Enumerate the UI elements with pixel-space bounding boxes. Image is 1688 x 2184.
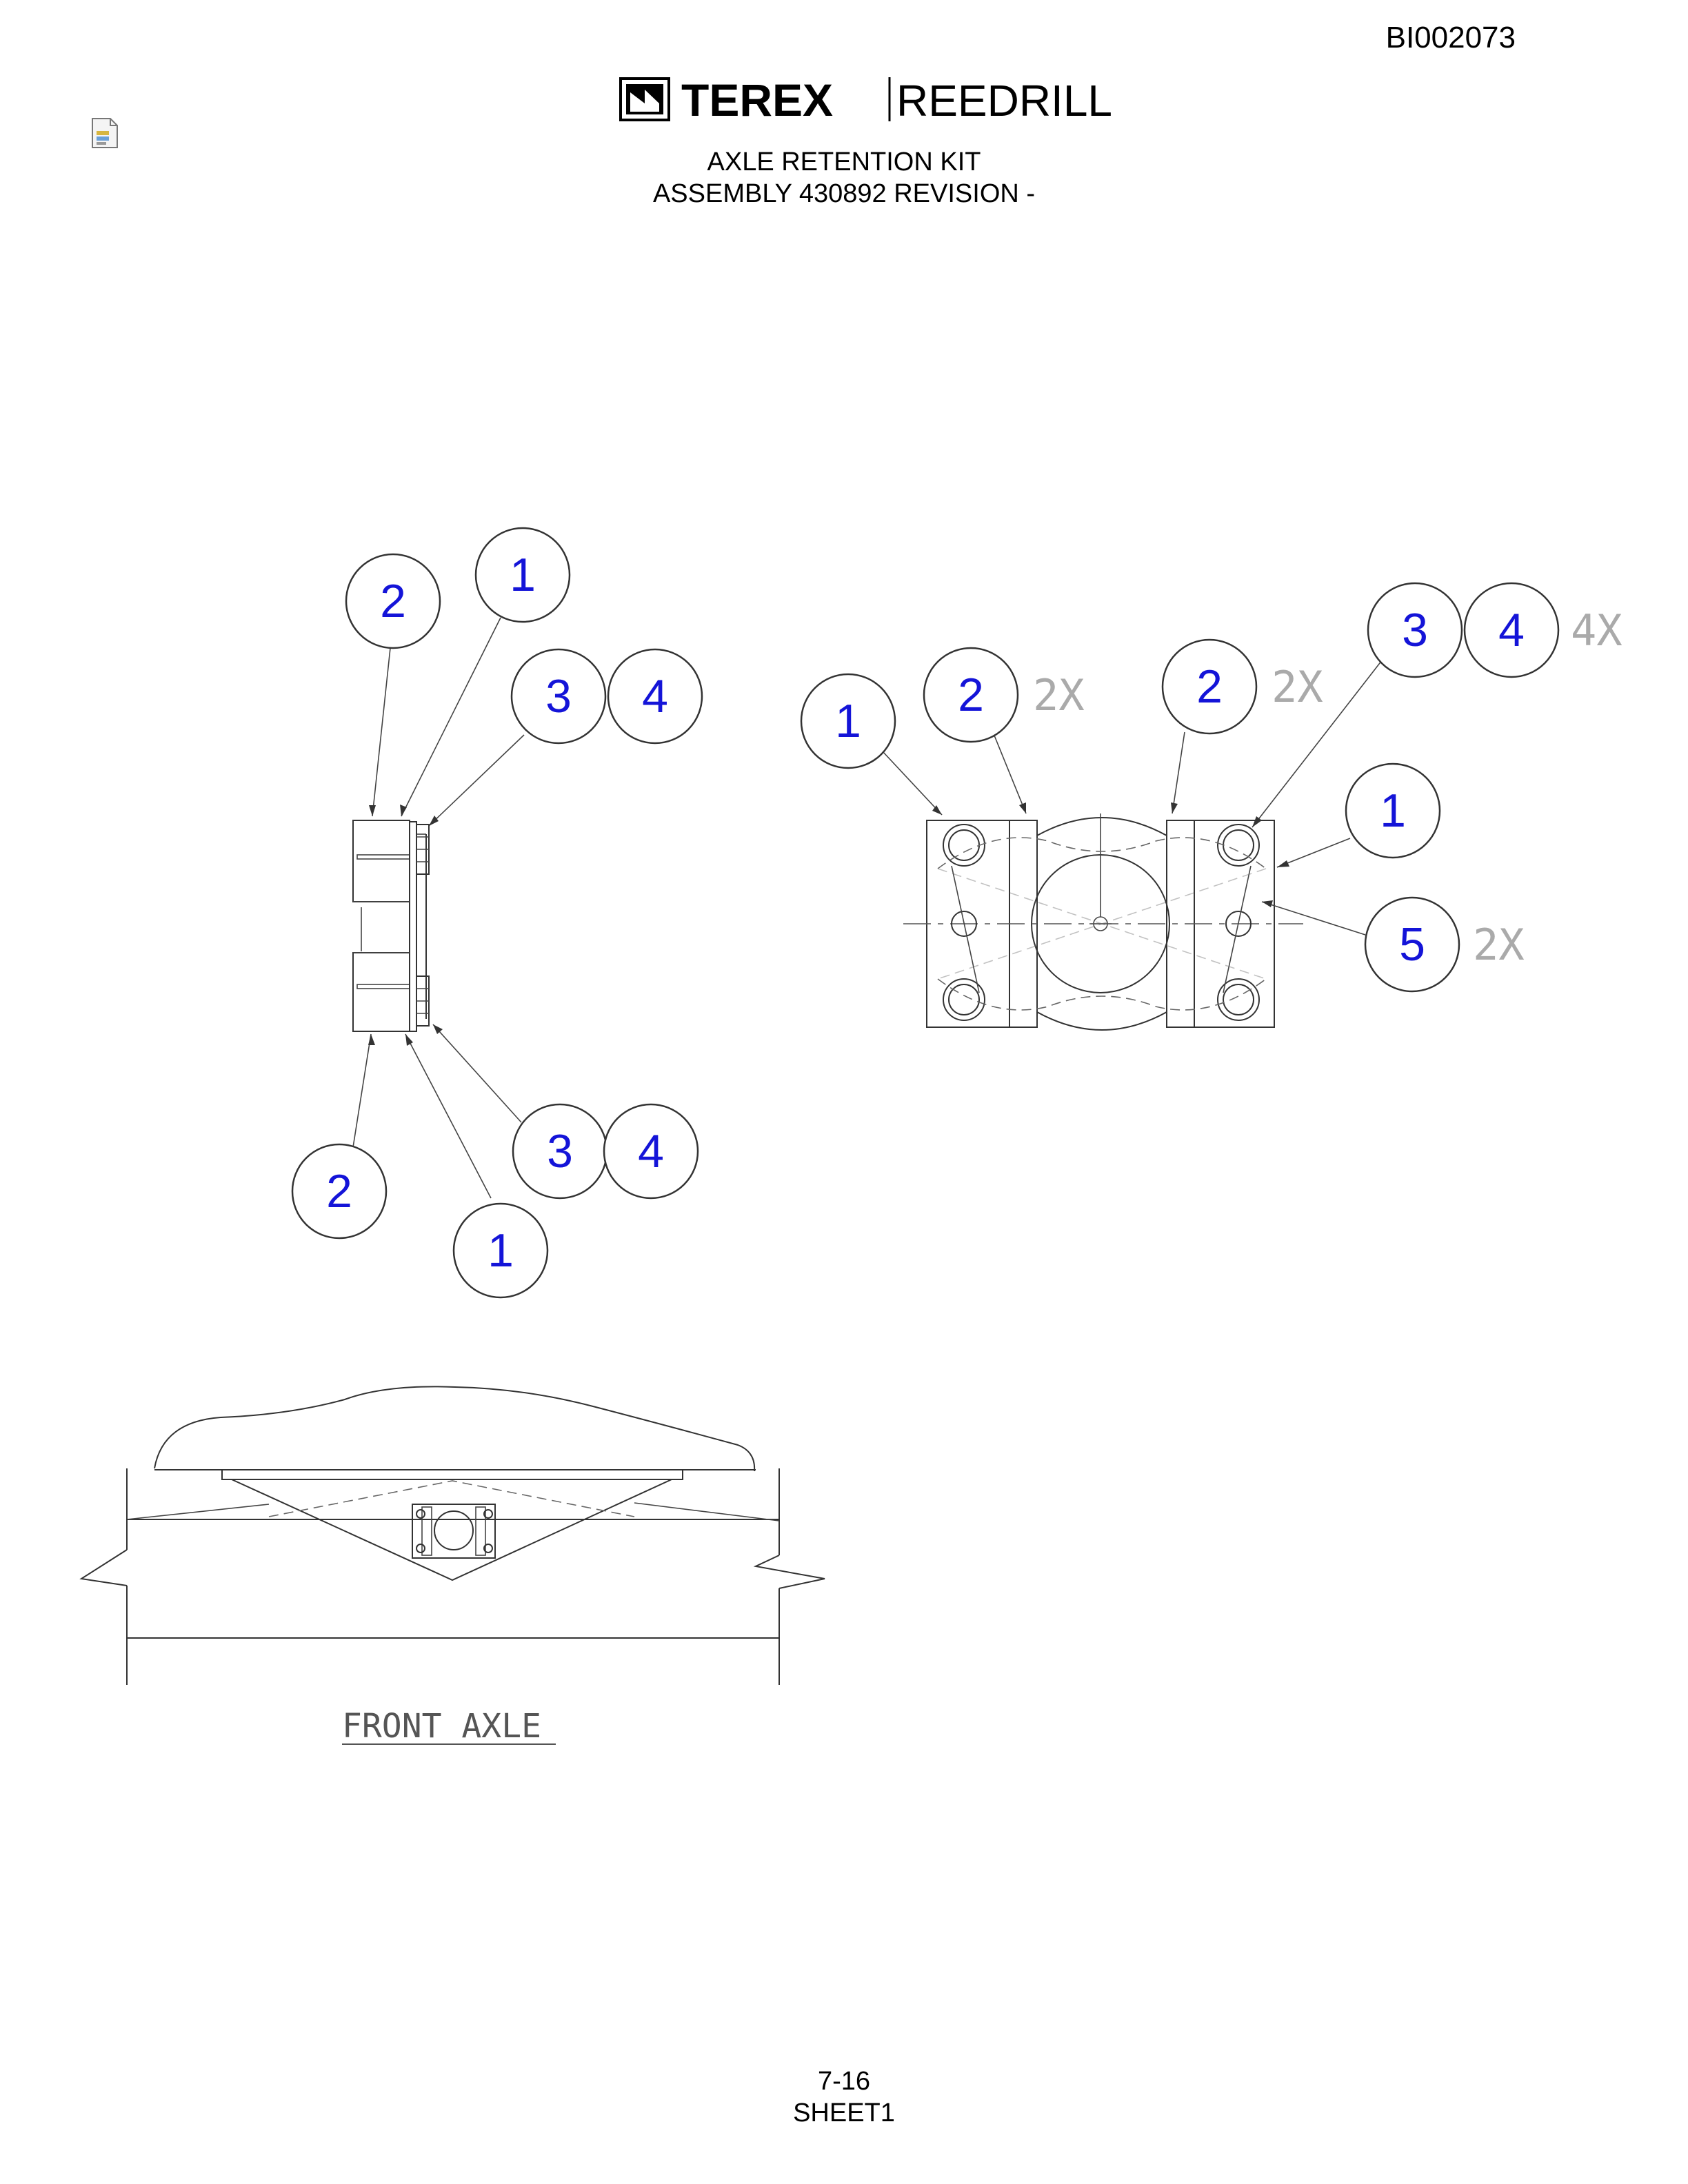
svg-text:1: 1 bbox=[510, 549, 536, 601]
balloon: 4 bbox=[603, 1103, 699, 1200]
quantity-multiplier: 2X bbox=[1473, 920, 1525, 970]
top-view bbox=[882, 660, 1383, 1031]
side-block-upper bbox=[352, 820, 410, 902]
svg-text:5: 5 bbox=[1399, 918, 1425, 971]
view-label: FRONT AXLE bbox=[342, 1707, 541, 1746]
balloon: 1 bbox=[474, 527, 571, 623]
svg-text:4: 4 bbox=[642, 670, 668, 722]
svg-text:3: 3 bbox=[1402, 604, 1428, 656]
quantity-multiplier: 4X bbox=[1571, 605, 1622, 656]
title-block: AXLE RETENTION KIT ASSEMBLY 430892 REVIS… bbox=[0, 146, 1688, 210]
balloon: 4 bbox=[1463, 582, 1560, 678]
balloon: 1 bbox=[452, 1202, 549, 1299]
side-block-lower bbox=[352, 952, 410, 1032]
balloon: 1 bbox=[800, 673, 896, 769]
title: AXLE RETENTION KIT bbox=[707, 148, 981, 176]
svg-text:1: 1 bbox=[835, 695, 861, 747]
svg-text:3: 3 bbox=[547, 1125, 573, 1177]
sheet-label: SHEET1 bbox=[793, 2099, 895, 2127]
document-id: BI002073 bbox=[1385, 21, 1516, 54]
quantity-multiplier: 2X bbox=[1033, 670, 1085, 720]
balloon: 4 bbox=[607, 648, 703, 745]
document-icon[interactable] bbox=[91, 117, 119, 149]
brand-logo: TEREX REEDRILL bbox=[619, 74, 1112, 125]
side-view bbox=[352, 617, 525, 1199]
svg-text:2: 2 bbox=[326, 1165, 352, 1217]
brand-reedrill: REEDRILL bbox=[896, 76, 1112, 125]
balloon: 3 bbox=[512, 1103, 608, 1200]
quantity-multiplier: 2X bbox=[1272, 662, 1323, 712]
footer: 7-16 SHEET1 bbox=[0, 2065, 1688, 2129]
svg-text:2: 2 bbox=[1196, 660, 1223, 713]
balloon: 2 bbox=[291, 1143, 388, 1240]
svg-text:1: 1 bbox=[1380, 785, 1406, 837]
balloon: 3 bbox=[1367, 582, 1463, 678]
front-axle-view: FRONT AXLE bbox=[79, 1386, 825, 1746]
svg-text:4: 4 bbox=[638, 1125, 664, 1177]
terex-crown-logo-icon bbox=[619, 77, 670, 121]
balloon: 1 bbox=[1345, 762, 1441, 859]
page-number: 7-16 bbox=[817, 2067, 871, 2096]
balloon: 5 bbox=[1364, 896, 1460, 993]
retention-clamp bbox=[412, 1504, 496, 1559]
svg-text:2: 2 bbox=[958, 669, 984, 721]
balloon: 2 bbox=[345, 553, 441, 649]
side-plate bbox=[409, 821, 417, 1032]
balloon: 2 bbox=[1161, 638, 1258, 735]
balloon: 3 bbox=[510, 648, 607, 745]
svg-text:1: 1 bbox=[488, 1224, 514, 1277]
svg-text:4: 4 bbox=[1498, 604, 1525, 656]
balloon: 2 bbox=[923, 647, 1019, 743]
svg-text:3: 3 bbox=[545, 670, 572, 722]
brand-terex: TEREX bbox=[681, 74, 833, 125]
subtitle: ASSEMBLY 430892 REVISION - bbox=[652, 179, 1036, 208]
svg-text:2: 2 bbox=[380, 575, 406, 627]
